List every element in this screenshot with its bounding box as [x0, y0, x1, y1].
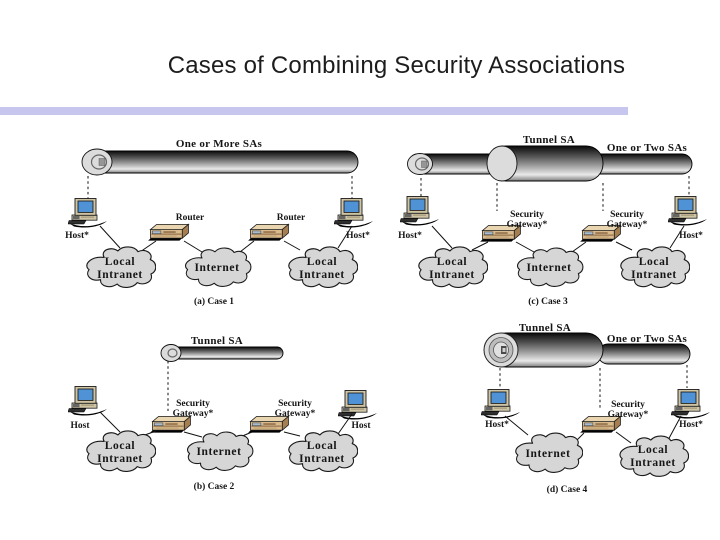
host-computer-icon	[481, 389, 521, 419]
cloud-label: Internet	[525, 448, 570, 460]
cloud-label: Local	[105, 440, 135, 452]
case1-sa-label: One or More SAs	[176, 138, 263, 150]
network-link-line	[337, 225, 353, 249]
network-link-line	[571, 241, 587, 253]
network-link-line	[99, 225, 121, 249]
network-link-line	[183, 431, 203, 438]
gateway-label: Gateway*	[173, 409, 214, 419]
cloud-label: Local	[307, 256, 337, 268]
case4-diagram: Tunnel SA One or Two SAs Host* Host* Sec…	[481, 322, 711, 495]
case1-diagram: One or More SAs Host* Host* Router Route…	[65, 138, 374, 307]
cloud-label: Internet	[194, 262, 239, 274]
gateway-label: Gateway*	[607, 220, 648, 230]
network-link-line	[669, 225, 685, 249]
cloud-label: Internet	[196, 446, 241, 458]
router-label: Router	[176, 213, 205, 223]
host-label: Host*	[679, 231, 703, 241]
network-link-line	[615, 431, 632, 444]
case4-caption: (d) Case 4	[547, 484, 588, 495]
host-computer-icon	[68, 386, 108, 416]
case2-tunnel-label: Tunnel SA	[191, 335, 243, 347]
gateway-label: Security	[176, 399, 210, 409]
network-link-line	[283, 240, 301, 251]
network-link-line	[99, 411, 121, 433]
network-link-line	[239, 240, 255, 253]
pipe-end-cap	[81, 148, 113, 176]
cloud-label: Intranet	[630, 457, 676, 469]
sa-pipe	[597, 343, 691, 365]
host-label: Host*	[346, 231, 370, 241]
router-label: Router	[277, 213, 306, 223]
case1-caption: (a) Case 1	[194, 296, 234, 307]
gateway-label: Security	[278, 399, 312, 409]
cloud-label: Local	[437, 256, 467, 268]
case3-sa-label: One or Two SAs	[607, 142, 688, 154]
network-link-line	[666, 415, 682, 443]
host-computer-icon	[338, 390, 378, 420]
pipe-end-cap-ring	[90, 154, 108, 170]
host-label: Host*	[398, 231, 422, 241]
router-icon	[248, 223, 289, 241]
cloud-label: Local	[105, 256, 135, 268]
case4-sa-label: One or Two SAs	[607, 333, 688, 345]
case2-caption: (b) Case 2	[194, 481, 235, 492]
cloud-label: Local	[307, 440, 337, 452]
cloud-label: Local	[638, 444, 668, 456]
host-computer-icon	[671, 389, 711, 419]
gateway-label: Gateway*	[275, 409, 316, 419]
gateway-label: Security	[610, 210, 644, 220]
pipe-end-cap-ring	[414, 157, 430, 171]
cloud-label: Local	[639, 256, 669, 268]
host-label: Host*	[65, 231, 89, 241]
pipe-end-cap-notch	[421, 160, 428, 168]
cloud-label: Intranet	[97, 269, 143, 281]
gateway-label: Gateway*	[608, 410, 649, 420]
host-label: Host	[352, 421, 372, 431]
network-link-line	[283, 431, 301, 437]
network-link-line	[504, 415, 529, 436]
host-computer-icon	[668, 196, 708, 226]
cloud-label: Intranet	[299, 453, 345, 465]
host-label: Host*	[679, 420, 703, 430]
cloud-label: Internet	[526, 262, 571, 274]
cloud-label: Intranet	[429, 269, 475, 281]
gateway-label: Security	[611, 400, 645, 410]
slide-title: Cases of Combining Security Associations	[167, 52, 626, 79]
sa-pipe	[85, 150, 359, 174]
gateway-label: Security	[510, 210, 544, 220]
network-link-line	[515, 241, 535, 253]
host-computer-icon	[400, 196, 440, 226]
router-icon	[148, 223, 189, 241]
gateway-label: Gateway*	[507, 220, 548, 230]
case3-tunnel-label: Tunnel SA	[523, 134, 575, 146]
title-underline-bar	[0, 107, 628, 115]
case2-diagram: Tunnel SA Host Host Security Gateway* Se…	[68, 335, 378, 492]
host-label: Host*	[485, 420, 509, 430]
case4-tunnel-label: Tunnel SA	[519, 322, 571, 334]
pipe-end-cap-notch	[98, 158, 106, 166]
host-computer-icon	[68, 198, 108, 228]
cloud-label: Intranet	[299, 269, 345, 281]
network-link-line	[337, 413, 353, 435]
cloud-label: Intranet	[631, 269, 677, 281]
network-link-line	[183, 240, 203, 253]
network-link-line	[471, 241, 489, 251]
network-link-line	[431, 225, 453, 249]
tunnel-mouth-core-highlight	[502, 348, 506, 352]
host-computer-icon	[334, 198, 374, 228]
pipe-end-cap	[160, 344, 182, 362]
network-link-line	[615, 241, 633, 251]
cloud-label: Intranet	[97, 453, 143, 465]
tunnel-mouth-cap	[486, 145, 518, 182]
pipe-end-cap-ring	[167, 348, 178, 358]
case3-caption: (c) Case 3	[528, 296, 568, 307]
case3-diagram: Tunnel SA One or Two SAs Host* Host* Sec…	[398, 134, 708, 307]
host-label: Host	[71, 421, 91, 431]
